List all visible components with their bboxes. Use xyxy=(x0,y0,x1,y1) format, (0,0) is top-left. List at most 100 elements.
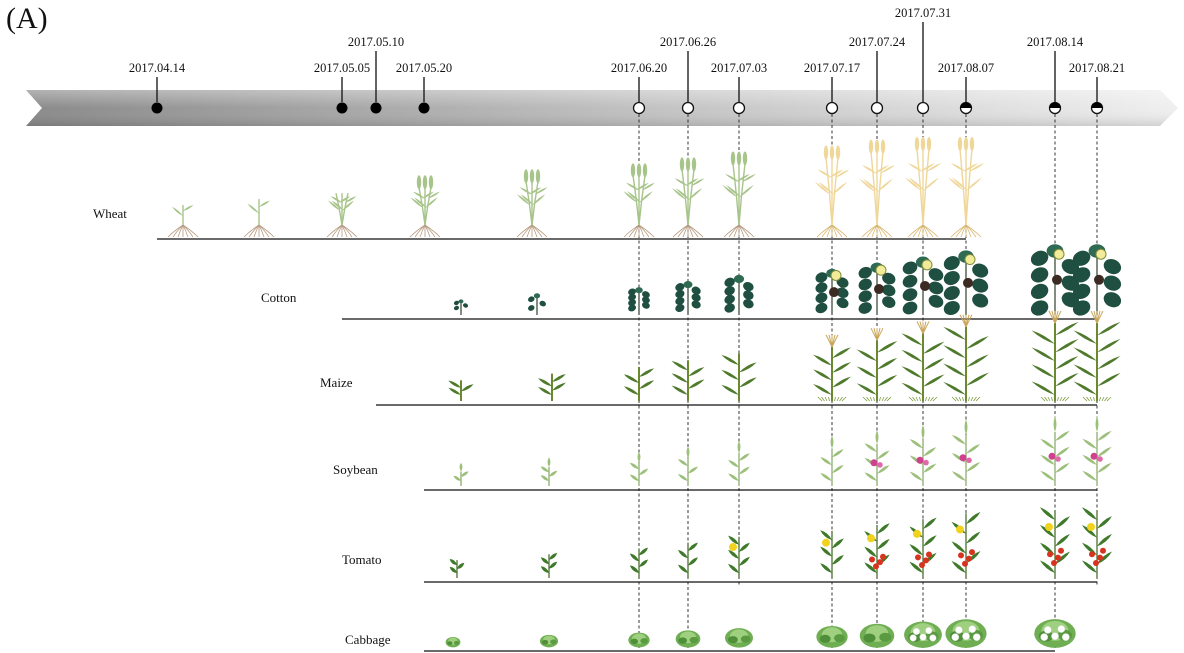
soybean-plant-icon xyxy=(540,457,558,486)
date-label: 2017.05.20 xyxy=(396,61,452,75)
cotton-plant-icon xyxy=(628,287,650,315)
maize-plant-icon xyxy=(813,334,851,402)
wheat-plant-icon xyxy=(409,175,441,238)
crop-label-wheat: Wheat xyxy=(93,206,127,221)
wheat-plant-icon xyxy=(722,151,756,238)
crop-baselines xyxy=(157,238,1097,652)
crop-label-soybean: Soybean xyxy=(333,462,378,477)
wheat-plant-icon xyxy=(623,163,655,238)
cabbage-plant-icon xyxy=(816,625,848,648)
cabbage-plant-icon xyxy=(904,621,942,648)
date-label: 2017.08.07 xyxy=(938,61,994,75)
date-marker-filled xyxy=(336,102,348,114)
date-label: 2017.04.14 xyxy=(129,61,186,75)
date-guide-lines xyxy=(638,114,1098,648)
date-marker-open xyxy=(732,101,746,115)
cabbage-plant-icon xyxy=(628,632,650,648)
cotton-plant-icon xyxy=(943,250,989,316)
wheat-plant-icon xyxy=(905,137,942,238)
cotton-plant-icon xyxy=(1072,244,1122,316)
cabbage-plant-icon xyxy=(725,628,753,648)
date-marker-open xyxy=(681,101,695,115)
wheat-plant-icon xyxy=(326,193,358,238)
tomato-plant-icon xyxy=(951,511,981,578)
soybean-plant-icon xyxy=(677,446,699,486)
wheat-plant-icon xyxy=(948,137,985,238)
date-marker-open xyxy=(825,101,839,115)
tomato-plant-icon xyxy=(909,517,937,578)
wheat-plant-icon xyxy=(671,157,705,238)
maize-plant-icon xyxy=(1073,310,1121,402)
wheat-plant-icon xyxy=(167,205,199,238)
crop-label-tomato: Tomato xyxy=(342,552,382,567)
date-marker-open xyxy=(870,101,884,115)
date-marker-half xyxy=(1090,101,1104,115)
cotton-plant-icon xyxy=(858,262,896,315)
tomato-plant-icon xyxy=(1039,507,1071,578)
maize-plant-icon xyxy=(901,321,945,402)
date-marker-open xyxy=(632,101,646,115)
plant-illustrations xyxy=(167,137,1122,648)
maize-plant-icon xyxy=(671,360,705,401)
tomato-plant-icon xyxy=(629,547,649,578)
cabbage-plant-icon xyxy=(445,637,461,648)
maize-plant-icon xyxy=(623,366,655,401)
crop-label-maize: Maize xyxy=(320,375,353,390)
soybean-plant-icon xyxy=(629,451,649,486)
cotton-plant-icon xyxy=(528,293,546,315)
tomato-plant-icon xyxy=(820,530,844,578)
date-marker-filled xyxy=(418,102,430,114)
date-markers xyxy=(151,101,1104,115)
date-label: 2017.07.31 xyxy=(895,6,951,20)
date-marker-half xyxy=(1048,101,1062,115)
soybean-plant-icon xyxy=(951,419,981,486)
date-label: 2017.06.20 xyxy=(611,61,667,75)
cotton-plant-icon xyxy=(675,281,701,315)
panel-label: (A) xyxy=(6,2,48,35)
cabbage-plant-icon xyxy=(675,630,701,648)
cotton-plant-icon xyxy=(724,274,754,315)
date-label: 2017.06.26 xyxy=(660,35,716,49)
timeline-arrow-shading xyxy=(26,90,1178,126)
date-marker-filled xyxy=(151,102,163,114)
cotton-plant-icon xyxy=(815,268,849,315)
maize-plant-icon xyxy=(1031,310,1079,402)
date-marker-half xyxy=(959,101,973,115)
soybean-plant-icon xyxy=(1040,416,1070,486)
date-label: 2017.07.03 xyxy=(711,61,767,75)
soybean-plant-icon xyxy=(728,441,750,486)
soybean-plant-icon xyxy=(1082,416,1112,486)
tomato-plant-icon xyxy=(864,523,890,578)
tomato-plant-icon xyxy=(540,552,558,578)
date-label: 2017.08.21 xyxy=(1069,61,1125,75)
soybean-plant-icon xyxy=(453,462,469,486)
soybean-plant-icon xyxy=(909,424,937,486)
maize-plant-icon xyxy=(538,373,566,401)
cotton-plant-icon xyxy=(1030,244,1080,316)
maize-plant-icon xyxy=(721,353,757,401)
cotton-plant-icon xyxy=(902,256,944,315)
date-marker-filled xyxy=(370,102,382,114)
crop-label-cotton: Cotton xyxy=(261,290,297,305)
date-label: 2017.07.17 xyxy=(804,61,860,75)
tomato-plant-icon xyxy=(449,558,465,578)
cabbage-plant-icon xyxy=(1034,619,1076,648)
wheat-plant-icon xyxy=(516,169,548,238)
crop-label-cabbage: Cabbage xyxy=(345,632,391,647)
soybean-plant-icon xyxy=(864,430,890,486)
cotton-plant-icon xyxy=(453,299,469,315)
date-label: 2017.08.14 xyxy=(1027,35,1084,49)
cabbage-plant-icon xyxy=(945,619,987,648)
soybean-plant-icon xyxy=(820,435,844,486)
date-label: 2017.07.24 xyxy=(849,35,906,49)
tomato-plant-icon xyxy=(728,535,750,578)
date-label: 2017.05.10 xyxy=(348,35,404,49)
maize-plant-icon xyxy=(856,327,898,402)
maize-plant-icon xyxy=(448,380,474,401)
wheat-plant-icon xyxy=(814,145,850,238)
date-marker-open xyxy=(916,101,930,115)
tomato-plant-icon xyxy=(1081,507,1113,578)
timeline-arrow xyxy=(26,90,1178,126)
